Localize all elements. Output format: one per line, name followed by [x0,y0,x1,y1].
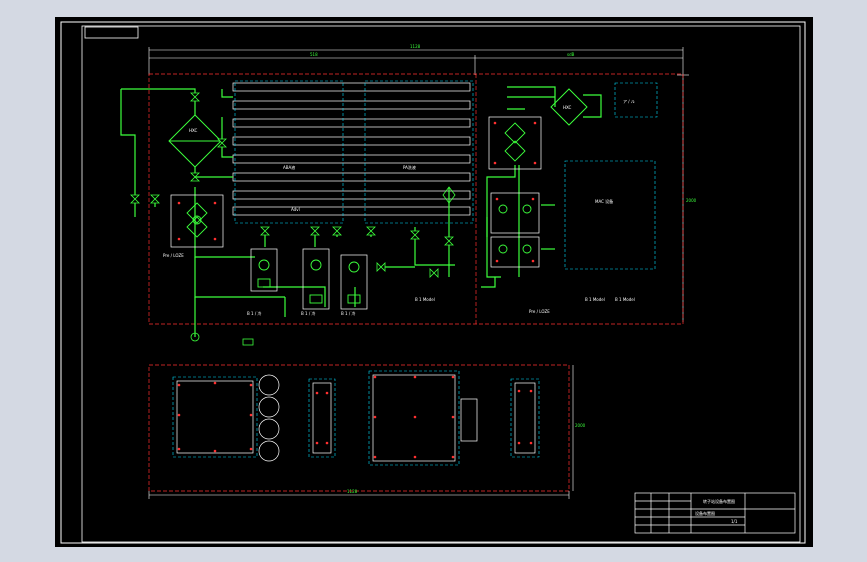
tank-bottom-label: Advl [291,207,300,212]
main-equipment-label: MAC 设备 [595,198,613,204]
pump-label-3: B 1 / 冷 [341,310,355,316]
hx-left [168,114,222,168]
pump-skid-left-internals [186,202,208,238]
valves [130,92,454,278]
dim-left-part: 518 [310,52,318,57]
inner-frame [81,25,801,543]
pump-units-internals [257,259,361,304]
pump-skid-left-points [177,201,217,241]
dim-right-part: sdB [567,52,575,57]
bottom-dimensions [148,365,574,499]
drawing-canvas: 1128 518 sdB 2000 ABA液 PA洗液 Advl [60,21,806,544]
right-skids [488,116,542,268]
instruments-left [190,186,456,346]
hx-left-label: HXC [189,128,197,133]
tank-zones [234,80,474,224]
tank-zone-label-left: ABA液 [283,164,295,170]
title-block-sheet: 1/1 [731,519,738,524]
dim-bottom-overall: 1128 [347,489,358,494]
pump-skid-left [170,194,224,248]
dim-overall-top: 1128 [410,44,421,49]
note-mid: B 1 Model [415,297,435,302]
hx-right [550,88,588,126]
bottom-anchor-points [177,375,533,459]
bottom-footprints [172,370,540,466]
pump-label-1: B 1 / 冷 [247,310,261,316]
right-skid-points [493,121,537,263]
title-block-subtitle: 设备布置图 [695,510,715,516]
right-skid-internals [498,122,532,254]
piping-left [120,88,455,337]
hx-right-label: HXC [563,105,571,110]
piping-right [481,86,602,288]
pump-units [250,248,368,310]
note-right: B 1 Model [615,297,635,302]
small-box-label: ア / ル [623,99,635,104]
plant-boundary-top [148,73,684,325]
dim-bottom-right-height: 2000 [575,423,586,428]
pump-group-a-label: Pre / LOZE [163,253,184,258]
outer-frame [60,21,806,544]
bottom-outlines [176,374,536,462]
title-block [634,492,796,534]
top-dimensions [148,47,689,322]
plant-boundary-bottom [148,364,570,492]
right-equipment [564,82,658,270]
pump-label-2: B 1 / 冷 [301,310,315,316]
cad-drawing-sheet: 1128 518 sdB 2000 ABA液 PA洗液 Advl [55,17,813,547]
pump-group-b-label: Pre / LOZE [529,309,550,314]
tank-zone-label-right: PA洗液 [403,164,416,170]
title-block-title: 转子站设备布置图 [703,498,735,504]
dim-right-height: 2000 [686,198,697,203]
corner-label-box [84,26,139,39]
tanks-horizontal [232,82,471,216]
note-left: B 1 Model [585,297,605,302]
